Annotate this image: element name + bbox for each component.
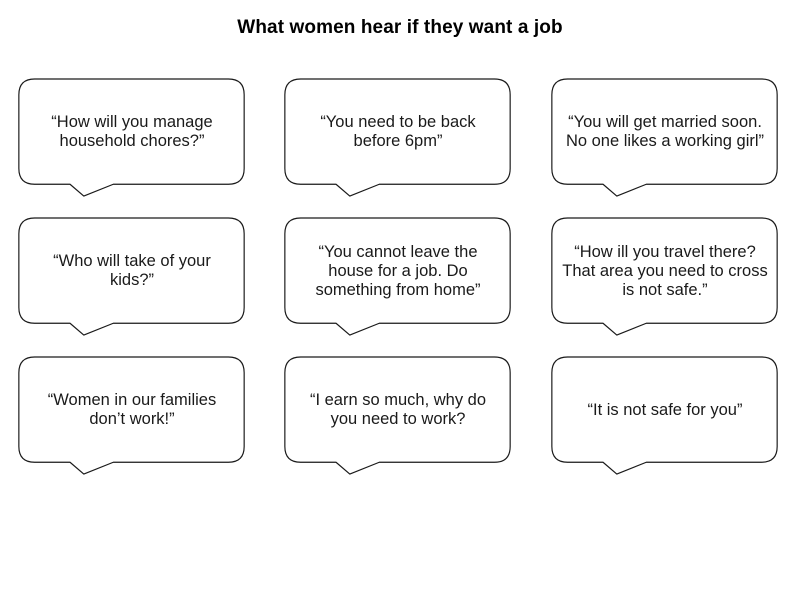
speech-bubble: “How will you manage household chores?” — [17, 78, 247, 200]
speech-bubble-outline — [18, 217, 245, 336]
speech-bubble-text: “You cannot leave the house for a job. D… — [315, 242, 481, 299]
speech-bubble: “It is not safe for you” — [550, 356, 780, 478]
speech-bubble-outline — [284, 356, 511, 475]
speech-bubble: “You need to be back before 6pm” — [283, 78, 513, 200]
speech-bubble-shape — [18, 356, 245, 475]
speech-bubble-text: “Who will take of your kids?” — [53, 252, 211, 289]
speech-bubble-outline — [284, 217, 511, 336]
speech-bubble-shape — [551, 217, 778, 336]
speech-bubble-shape — [551, 356, 778, 475]
speech-bubble-text: “I earn so much, why do you need to work… — [309, 391, 487, 428]
speech-bubble-outline — [551, 356, 778, 475]
speech-bubble-outline — [18, 356, 245, 475]
speech-bubble: “You cannot leave the house for a job. D… — [283, 217, 513, 339]
speech-bubble-text: “How will you manage household chores?” — [51, 113, 213, 150]
speech-bubble-outline — [18, 78, 245, 197]
speech-bubble-outline — [551, 78, 778, 197]
speech-bubble: “You will get married soon. No one likes… — [550, 78, 780, 200]
speech-bubble-text: “It is not safe for you” — [587, 400, 743, 419]
speech-bubble-text: “How ill you travel there? That area you… — [562, 242, 768, 299]
speech-bubble: “Women in our families don’t work!” — [17, 356, 247, 478]
speech-bubble-shape — [284, 217, 511, 336]
speech-bubble-shape — [284, 356, 511, 475]
speech-bubble: “I earn so much, why do you need to work… — [283, 356, 513, 478]
speech-bubble-outline — [284, 78, 511, 197]
speech-bubble-text: “You need to be back before 6pm” — [320, 113, 476, 150]
speech-bubble-shape — [284, 78, 511, 197]
speech-bubble-shape — [551, 78, 778, 197]
speech-bubble-outline — [551, 217, 778, 336]
speech-bubble-shape — [18, 78, 245, 197]
speech-bubble-text: “You will get married soon. No one likes… — [565, 113, 765, 150]
speech-bubble-text: “Women in our families don’t work!” — [47, 391, 217, 428]
speech-bubble-shape — [18, 217, 245, 336]
speech-bubble: “Who will take of your kids?” — [17, 217, 247, 339]
speech-bubble: “How ill you travel there? That area you… — [550, 217, 780, 339]
page-title: What women hear if they want a job — [237, 17, 563, 38]
